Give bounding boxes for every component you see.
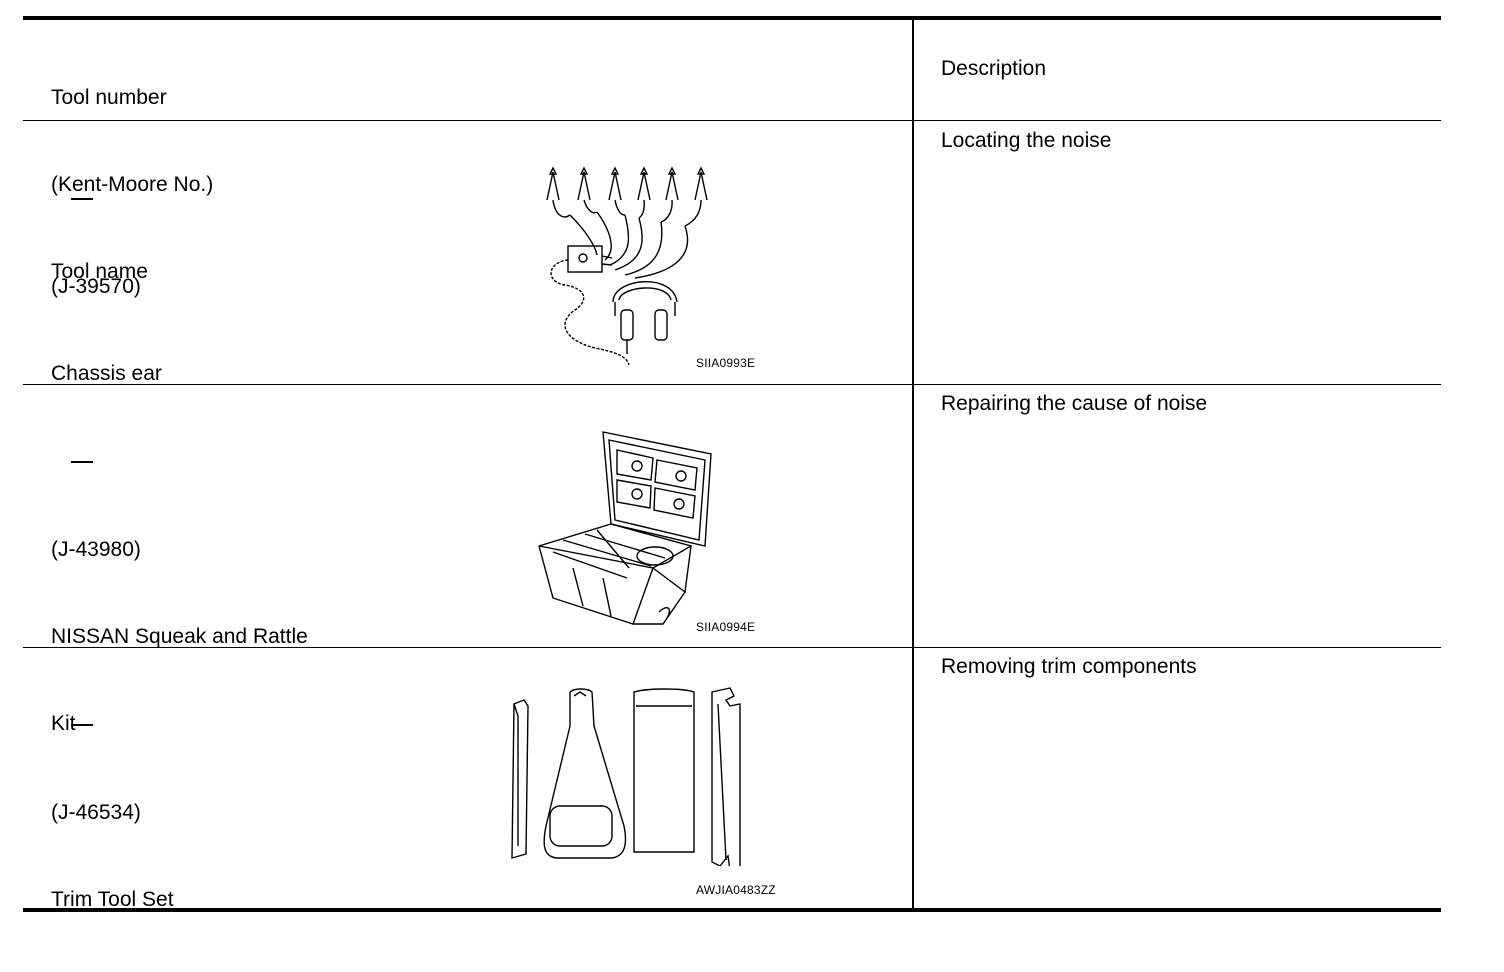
chassis-ear-illustration [546, 166, 708, 366]
tool-number-dash: — [71, 724, 93, 726]
trim-tool-4 [711, 687, 741, 866]
row-1-description: Locating the noise [941, 129, 1112, 152]
table-row-1-tool: — (J-39570) Chassis ear [51, 127, 162, 446]
table-row-3-tool: — (J-46534) Trim Tool Set [51, 653, 174, 972]
tool-name: Trim Tool Set [51, 888, 174, 911]
figure-code: AWJIA0483ZZ [696, 883, 776, 897]
row-divider [23, 384, 1441, 385]
tool-name: Kit [51, 712, 76, 735]
trim-tool-1 [511, 699, 529, 859]
tool-number-dash: — [71, 461, 93, 463]
table-top-rule [23, 16, 1441, 20]
table-bottom-rule [23, 908, 1441, 912]
column-divider [912, 20, 914, 908]
clip-leads [546, 166, 708, 279]
kent-moore-number: (J-43980) [51, 538, 141, 561]
header-kent-moore: (Kent-Moore No.) [51, 173, 214, 196]
kent-moore-number: (J-46534) [51, 801, 141, 824]
header-description: Description [941, 57, 1047, 80]
trim-tool-2 [543, 688, 627, 859]
trim-tool-3 [633, 688, 695, 853]
tool-name: NISSAN Squeak and Rattle [51, 625, 308, 648]
row-2-description: Repairing the cause of noise [941, 392, 1208, 415]
figure-code: SIIA0993E [696, 356, 756, 370]
header-tool-column: Tool number (Kent-Moore No.) Tool name [51, 25, 213, 344]
squeak-rattle-kit-illustration [538, 431, 712, 625]
header-divider [23, 120, 1441, 121]
tool-name: Chassis ear [51, 362, 162, 385]
control-box [567, 245, 613, 273]
header-tool-name: Tool name [51, 260, 148, 283]
headphone-cable [550, 259, 630, 366]
kit-lid [602, 431, 712, 547]
headphones [612, 281, 678, 354]
table-row-2-tool: — (J-43980) NISSAN Squeak and Rattle Kit [51, 390, 308, 796]
kent-moore-number: (J-39570) [51, 275, 141, 298]
trim-tool-set-illustration [511, 687, 741, 866]
row-divider [23, 647, 1441, 648]
tool-number-dash: — [71, 198, 93, 200]
row-3-description: Removing trim components [941, 655, 1197, 678]
kit-tray [538, 523, 693, 625]
header-tool-number: Tool number [51, 86, 167, 109]
figure-code: SIIA0994E [696, 620, 756, 634]
